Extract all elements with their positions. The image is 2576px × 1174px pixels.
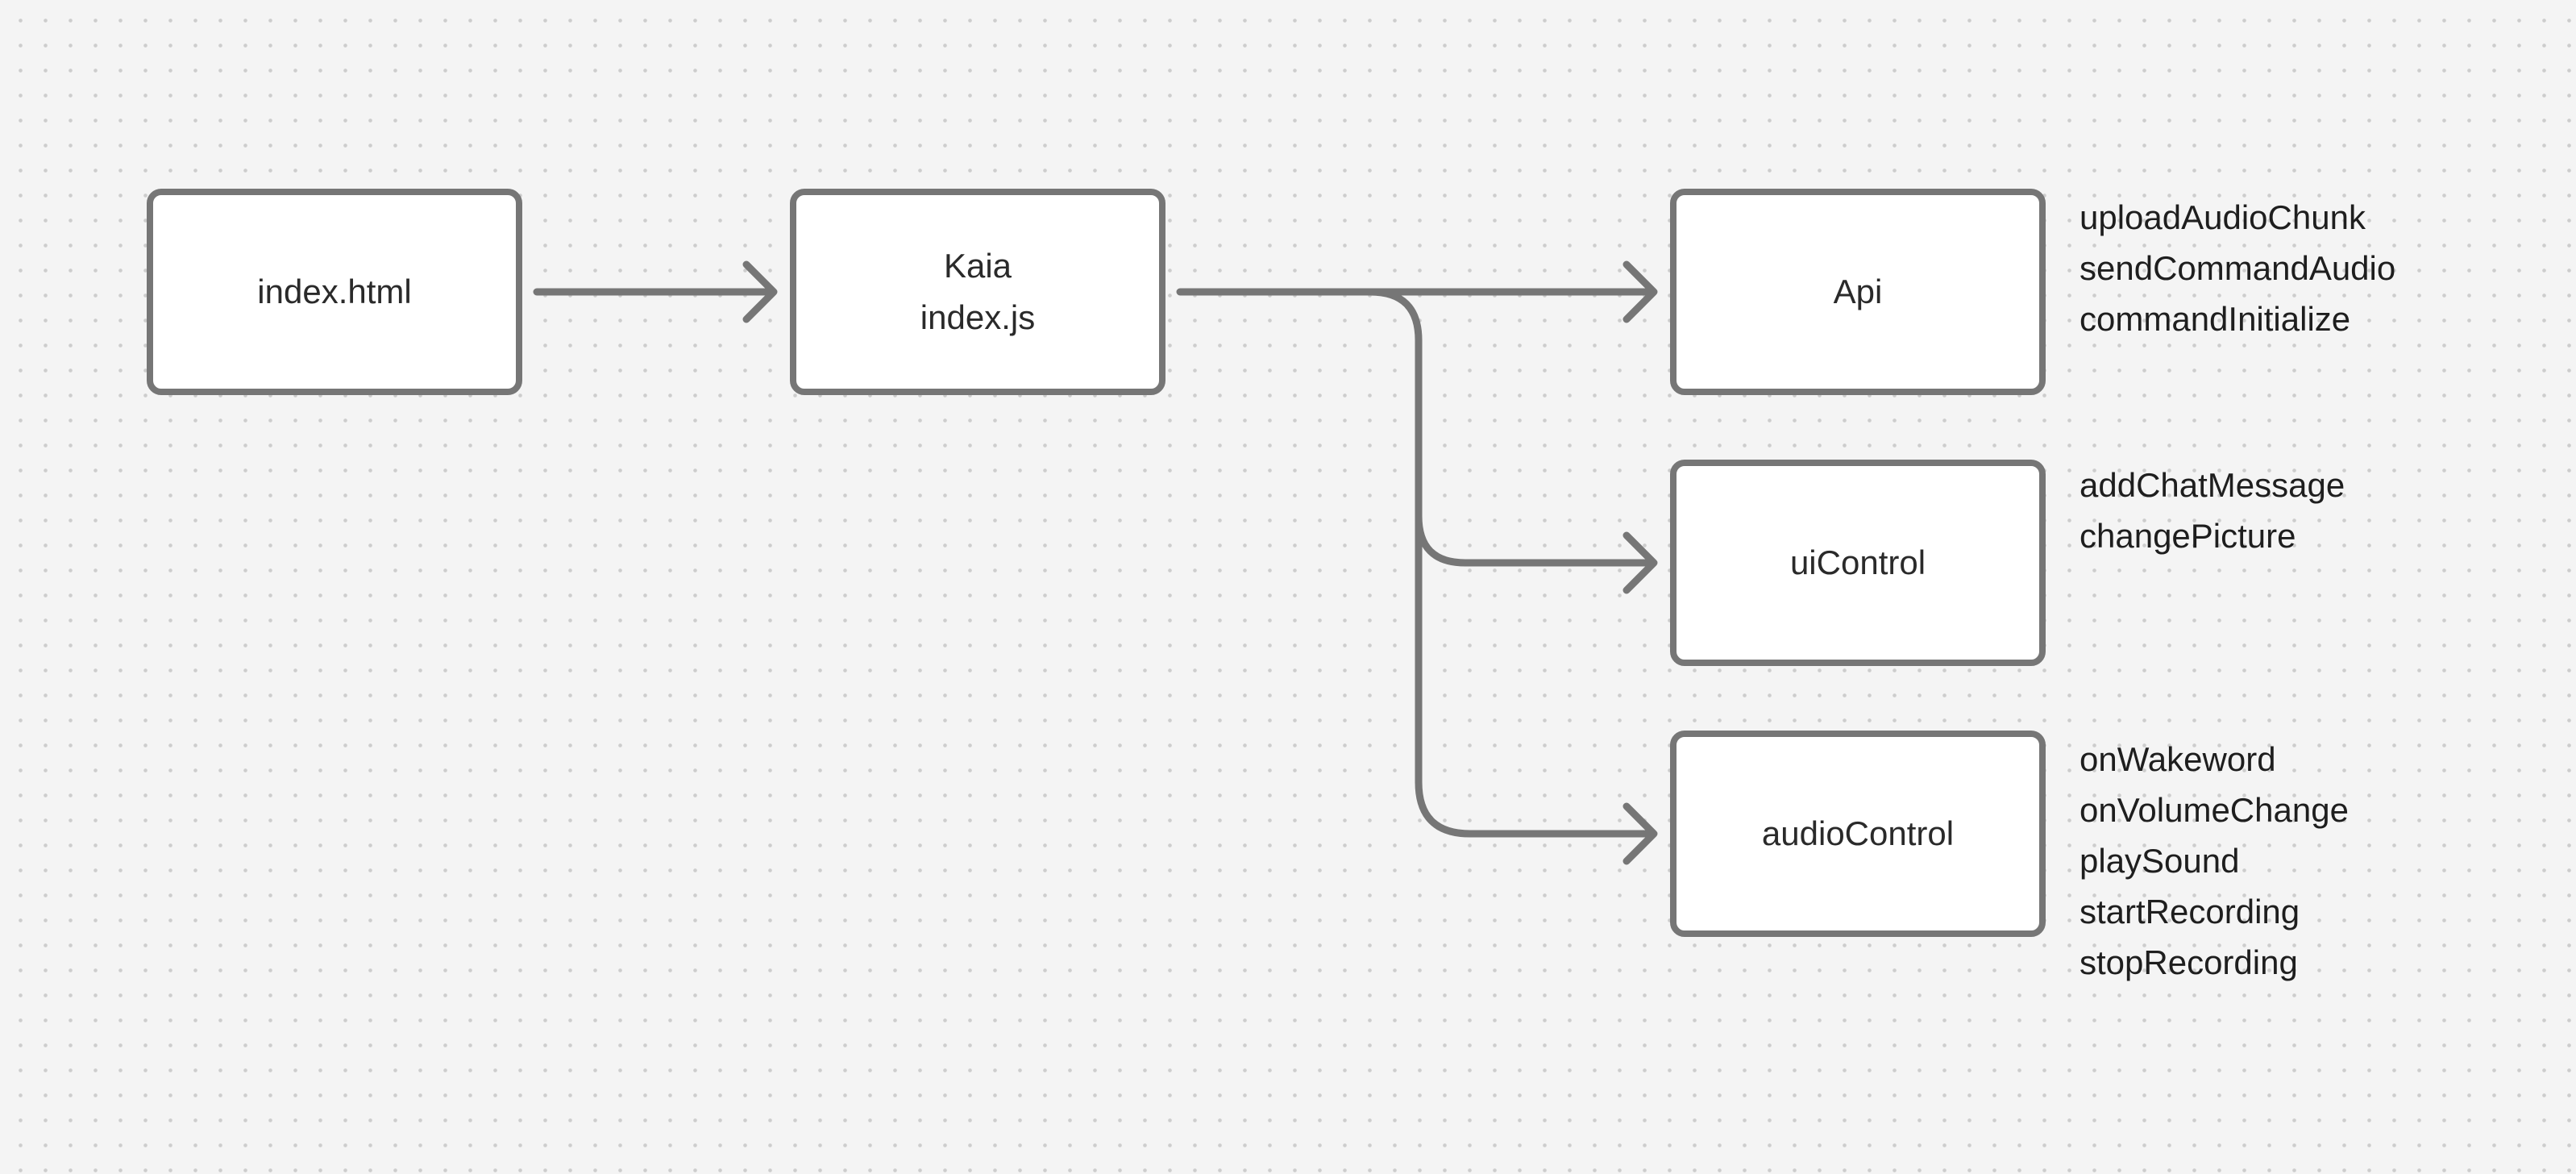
node-uicontrol[interactable]: uiControl [1670,460,2046,666]
method-item: onVolumeChange [2079,791,2349,829]
method-item: stopRecording [2079,943,2298,981]
node-index-html[interactable]: index.html [147,189,522,395]
audiocontrol-methods-list: onWakeword onVolumeChange playSound star… [2079,734,2349,988]
branch-trunk [1366,288,1423,786]
method-item: addChatMessage [2079,466,2345,504]
method-item: changePicture [2079,517,2296,555]
method-item: commandInitialize [2079,300,2351,338]
node-audiocontrol[interactable]: audioControl [1670,731,2046,937]
node-api[interactable]: Api [1670,189,2046,395]
node-audiocontrol-label: audioControl [1761,814,1955,852]
method-item: uploadAudioChunk [2079,198,2366,236]
arrow-index-to-kaia [533,260,778,323]
method-item: sendCommandAudio [2079,249,2396,287]
node-uicontrol-label: uiControl [1789,543,1926,581]
arrow-kaia-to-audiocontrol [1415,778,1658,865]
arrow-kaia-to-uicontrol [1415,512,1658,594]
node-kaia[interactable]: Kaia index.js [790,189,1165,395]
method-item: playSound [2079,842,2240,880]
uicontrol-methods-list: addChatMessage changePicture [2079,460,2345,561]
method-item: startRecording [2079,893,2300,930]
arrow-kaia-to-api [1176,260,1658,323]
method-item: onWakeword [2079,740,2276,778]
api-methods-list: uploadAudioChunk sendCommandAudio comman… [2079,192,2395,344]
node-kaia-subtitle: index.js [920,298,1036,336]
node-api-label: Api [1833,273,1883,310]
node-index-html-label: index.html [257,273,412,310]
node-kaia-title: Kaia [943,247,1012,285]
